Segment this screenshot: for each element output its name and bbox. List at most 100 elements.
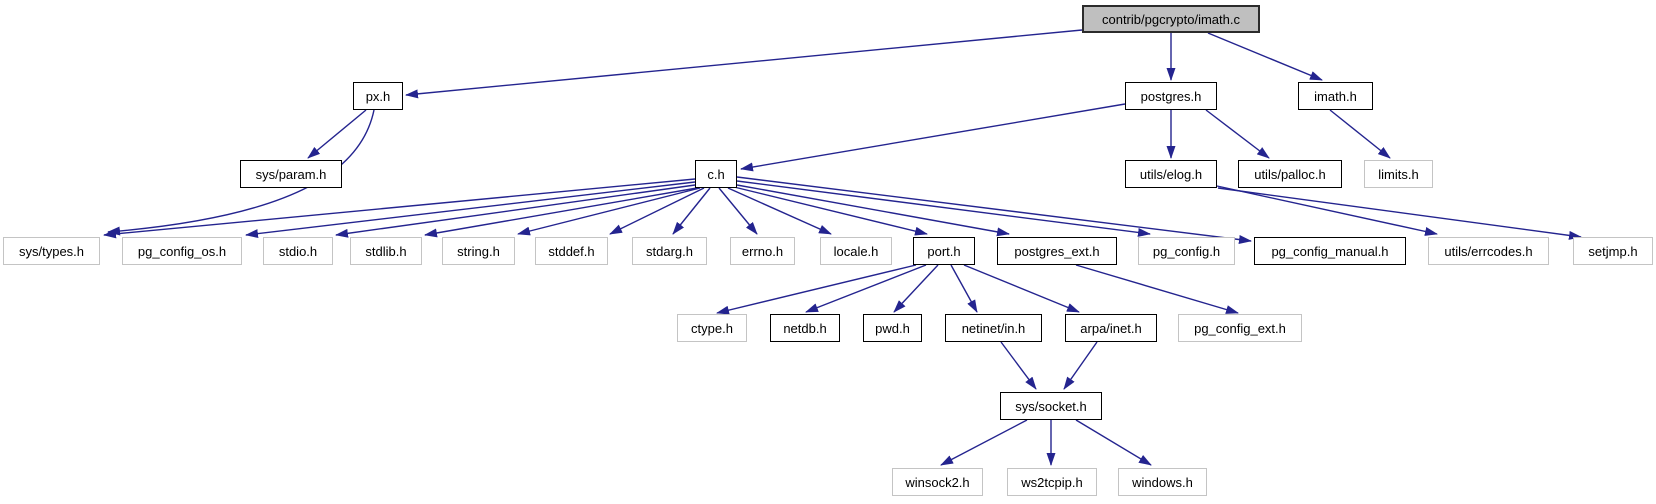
graph-node-label: ctype.h xyxy=(691,320,733,336)
graph-node-label: sys/param.h xyxy=(255,166,327,182)
graph-node-label: netdb.h xyxy=(783,320,827,336)
graph-node-label: contrib/pgcrypto/imath.c xyxy=(1101,11,1240,27)
graph-node-locale_h: locale.h xyxy=(820,237,892,265)
graph-node-label: postgres.h xyxy=(1140,88,1202,104)
graph-node-label: errno.h xyxy=(741,243,784,259)
graph-node-label: winsock2.h xyxy=(905,474,970,490)
graph-node-label: windows.h xyxy=(1132,474,1193,490)
graph-node-c_h[interactable]: c.h xyxy=(695,160,737,188)
graph-node-arpa_inet_h[interactable]: arpa/inet.h xyxy=(1065,314,1157,342)
graph-node-label: postgres_ext.h xyxy=(1014,243,1100,259)
graph-node-limits_h: limits.h xyxy=(1364,160,1433,188)
edge-c_h-to-port_h xyxy=(733,186,928,236)
graph-node-label: utils/palloc.h xyxy=(1254,166,1326,182)
graph-node-pg_config_os_h: pg_config_os.h xyxy=(122,237,242,265)
edge-postgres_h-to-c_h xyxy=(740,103,1126,172)
edge-port_h-to-pwd_h xyxy=(893,264,939,313)
graph-node-utils_errcodes_h: utils/errcodes.h xyxy=(1428,237,1549,265)
edge-port_h-to-netdb_h xyxy=(805,264,927,313)
graph-node-windows_h: windows.h xyxy=(1118,468,1207,496)
edge-c_h-to-stddef_h xyxy=(609,187,705,235)
graph-node-label: stdarg.h xyxy=(646,243,693,259)
edge-c_h-to-errno_h xyxy=(718,187,758,235)
graph-node-label: pg_config_manual.h xyxy=(1271,243,1389,259)
graph-node-netdb_h[interactable]: netdb.h xyxy=(770,314,840,342)
graph-node-label: locale.h xyxy=(833,243,879,259)
graph-node-label: stddef.h xyxy=(548,243,595,259)
graph-node-label: pg_config_os.h xyxy=(137,243,227,259)
edge-c_h-to-stdio_h xyxy=(335,184,696,238)
graph-node-postgres_ext_h[interactable]: postgres_ext.h xyxy=(997,237,1117,265)
edge-c_h-to-postgres_ext_h xyxy=(736,184,1010,237)
edge-port_h-to-arpa_inet_h xyxy=(963,264,1080,313)
edge-imath_h-to-limits_h xyxy=(1329,109,1391,159)
graph-node-stdio_h: stdio.h xyxy=(263,237,333,265)
graph-node-sys_param_h[interactable]: sys/param.h xyxy=(240,160,342,188)
graph-node-label: utils/errcodes.h xyxy=(1444,243,1533,259)
graph-node-sys_types_h: sys/types.h xyxy=(3,237,100,265)
graph-node-string_h: string.h xyxy=(442,237,515,265)
graph-node-pwd_h[interactable]: pwd.h xyxy=(863,314,922,342)
graph-node-label: stdlib.h xyxy=(365,243,407,259)
edge-netinet_in_h-to-sys_socket_h xyxy=(1000,341,1037,390)
edge-c_h-to-sys_types_h xyxy=(103,178,696,239)
edge-port_h-to-ctype_h xyxy=(716,264,917,315)
graph-node-label: setjmp.h xyxy=(1588,243,1638,259)
edge-utils_elog_h-to-setjmp_h xyxy=(1217,187,1582,240)
graph-node-stddef_h: stddef.h xyxy=(535,237,608,265)
edge-postgres_h-to-utils_palloc_h xyxy=(1205,109,1270,159)
graph-node-postgres_h[interactable]: postgres.h xyxy=(1125,82,1217,110)
graph-node-sys_socket_h[interactable]: sys/socket.h xyxy=(1000,392,1102,420)
edge-c_h-to-stdarg_h xyxy=(672,187,711,235)
graph-node-label: stdio.h xyxy=(278,243,318,259)
graph-node-label: string.h xyxy=(457,243,500,259)
graph-node-label: limits.h xyxy=(1378,166,1419,182)
graph-node-label: pg_config_ext.h xyxy=(1194,320,1286,336)
graph-node-ws2tcpip_h: ws2tcpip.h xyxy=(1007,468,1097,496)
graph-node-label: sys/types.h xyxy=(18,243,85,259)
edge-utils_elog_h-to-utils_errcodes_h xyxy=(1216,185,1438,236)
graph-node-label: imath.h xyxy=(1314,88,1357,104)
graph-node-pg_config_ext_h: pg_config_ext.h xyxy=(1178,314,1302,342)
graph-node-label: netinet/in.h xyxy=(961,320,1026,336)
edge-sys_socket_h-to-windows_h xyxy=(1075,419,1152,466)
edge-port_h-to-netinet_in_h xyxy=(950,264,978,313)
graph-node-netinet_in_h[interactable]: netinet/in.h xyxy=(945,314,1042,342)
graph-node-ctype_h: ctype.h xyxy=(677,314,747,342)
graph-node-label: c.h xyxy=(707,166,725,182)
graph-node-winsock2_h: winsock2.h xyxy=(892,468,983,496)
graph-node-label: pwd.h xyxy=(875,320,910,336)
edge-c_h-to-pg_config_os_h xyxy=(245,181,696,239)
graph-node-stdlib_h: stdlib.h xyxy=(350,237,422,265)
edge-c_h-to-string_h xyxy=(517,187,701,236)
graph-node-label: ws2tcpip.h xyxy=(1021,474,1083,490)
graph-node-utils_palloc_h[interactable]: utils/palloc.h xyxy=(1238,160,1342,188)
graph-node-setjmp_h: setjmp.h xyxy=(1573,237,1653,265)
graph-node-label: utils/elog.h xyxy=(1139,166,1203,182)
graph-node-pg_config_manual_h[interactable]: pg_config_manual.h xyxy=(1254,237,1406,265)
edge-c_h-to-stdlib_h xyxy=(424,187,698,238)
edge-c_h-to-pg_config_h xyxy=(736,180,1151,237)
graph-node-label: sys/socket.h xyxy=(1015,398,1087,414)
edge-arpa_inet_h-to-sys_socket_h xyxy=(1063,341,1098,390)
graph-node-label: arpa/inet.h xyxy=(1080,320,1142,336)
graph-node-label: pg_config.h xyxy=(1152,243,1221,259)
edge-c_h-to-locale_h xyxy=(727,187,832,235)
graph-node-stdarg_h: stdarg.h xyxy=(632,237,707,265)
edge-imath_c-to-px_h xyxy=(405,29,1083,99)
graph-node-pg_config_h: pg_config.h xyxy=(1138,237,1235,265)
graph-node-errno_h: errno.h xyxy=(730,237,795,265)
graph-node-imath_c: contrib/pgcrypto/imath.c xyxy=(1082,5,1260,33)
graph-node-port_h[interactable]: port.h xyxy=(913,237,975,265)
edge-c_h-to-pg_config_manual_h xyxy=(736,176,1252,244)
edge-imath_c-to-imath_h xyxy=(1207,32,1323,81)
graph-node-label: px.h xyxy=(365,88,391,104)
edge-px_h-to-sys_param_h xyxy=(307,109,367,159)
graph-node-label: port.h xyxy=(927,243,961,259)
graph-node-px_h[interactable]: px.h xyxy=(353,82,403,110)
graph-node-imath_h[interactable]: imath.h xyxy=(1298,82,1373,110)
edge-sys_socket_h-to-winsock2_h xyxy=(940,419,1028,466)
graph-node-utils_elog_h[interactable]: utils/elog.h xyxy=(1125,160,1217,188)
